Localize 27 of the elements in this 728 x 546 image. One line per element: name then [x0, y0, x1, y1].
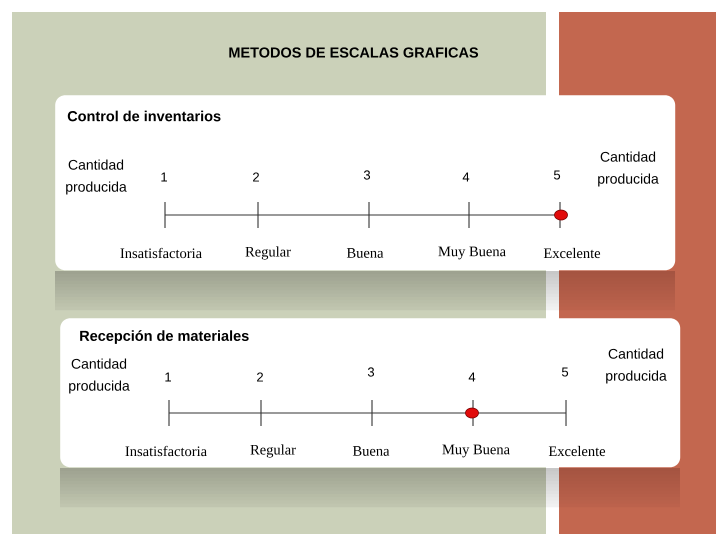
scale-end-label: Cantidad producida — [66, 159, 127, 195]
scale-number: 5 — [562, 367, 568, 377]
scale-number: 5 — [554, 170, 560, 180]
rating-label: Regular — [250, 444, 296, 458]
title: METODOS DE ESCALAS GRAFICAS — [229, 47, 478, 58]
panel-heading: Recepción de materiales — [80, 330, 249, 344]
rating-label: Regular — [245, 246, 291, 260]
rating-label: Insatisfactoria — [125, 446, 207, 456]
rating-label: Excelente — [544, 248, 600, 258]
scale-number: 3 — [364, 170, 370, 180]
scale-number: 4 — [462, 172, 470, 182]
scale-number: 3 — [368, 367, 374, 377]
rating-label: Excelente — [548, 446, 606, 456]
scale-end-label: Cantidad producida — [598, 151, 659, 187]
rating-label: Muy Buena — [442, 444, 510, 458]
rating-label: Buena — [352, 446, 390, 456]
scale-end-label: Cantidad producida — [606, 348, 667, 384]
rating-label: Buena — [346, 248, 384, 258]
scale-number: 2 — [253, 172, 259, 182]
panel-heading: Control de inventarios — [68, 110, 220, 122]
rating-label: Muy Buena — [438, 246, 506, 260]
rating-label: Insatisfactoria — [120, 248, 202, 258]
scale-number: 1 — [161, 172, 167, 182]
scale-end-label: Cantidad producida — [69, 358, 130, 394]
scale-number: 4 — [468, 372, 476, 382]
scale-number: 2 — [257, 372, 263, 382]
scale-number: 1 — [165, 372, 171, 382]
